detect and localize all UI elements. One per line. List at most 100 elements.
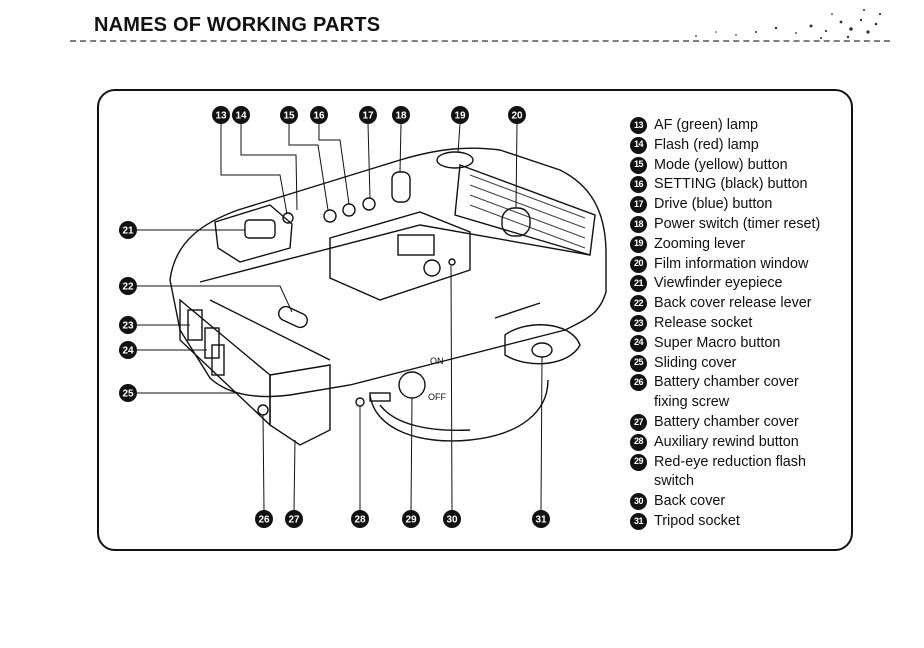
- battery-cover-shape: [269, 364, 331, 446]
- callout-18-number: 18: [395, 111, 407, 122]
- callout-26: 26: [255, 510, 273, 528]
- legend-label: Auxiliary rewind button: [654, 433, 799, 450]
- legend-label: Sliding cover: [654, 354, 737, 371]
- callout-14-number: 14: [235, 111, 247, 122]
- legend-number: 14: [630, 136, 647, 154]
- callout-21-number: 21: [122, 226, 134, 237]
- callout-25-number: 25: [122, 389, 134, 400]
- legend-label: AF (green) lamp: [654, 117, 758, 133]
- legend-item: 26 Battery chamber cover fixing screw: [630, 373, 850, 413]
- legend-label: Release socket: [654, 314, 753, 331]
- legend-label: Back cover release lever: [654, 295, 812, 312]
- legend-number: 19: [630, 235, 647, 253]
- legend-number: 30: [630, 493, 647, 511]
- off-marking: OFF: [428, 392, 446, 402]
- lcd-panel: [329, 211, 471, 301]
- legend-label: Battery chamber cover fixing screw: [654, 374, 799, 411]
- legend-number: 13: [630, 117, 647, 134]
- callout-19-number: 19: [454, 111, 466, 122]
- legend-label: Back cover: [654, 493, 726, 510]
- legend-number: 22: [630, 295, 647, 313]
- print-speckle-decoration: [695, 9, 882, 39]
- callout-14: 14: [232, 106, 250, 124]
- callout-24: 24: [119, 341, 137, 359]
- callout-16: 16: [310, 106, 328, 124]
- legend-label: Battery chamber cover: [654, 413, 799, 430]
- lens-barrel: [369, 379, 549, 442]
- callout-27: 27: [285, 510, 303, 528]
- callout-20: 20: [508, 106, 526, 124]
- legend-item: 19 Zooming lever: [630, 235, 850, 255]
- legend-number: 15: [630, 156, 647, 174]
- callout-30-number: 30: [446, 515, 458, 526]
- legend-number: 18: [630, 215, 647, 233]
- legend-number: 29: [630, 453, 647, 471]
- diagram-frame: [97, 89, 853, 551]
- title-underline: [70, 40, 890, 44]
- callout-17-number: 17: [362, 111, 374, 122]
- callout-27-number: 27: [288, 515, 300, 526]
- legend-number: 23: [630, 314, 647, 332]
- callout-31-number: 31: [535, 515, 547, 526]
- legend-item: 23 Release socket: [630, 314, 850, 334]
- callout-17: 17: [359, 106, 377, 124]
- legend-item: 21 Viewfinder eyepiece: [630, 274, 850, 294]
- legend-item: 27 Battery chamber cover: [630, 413, 850, 433]
- legend-label: Drive (blue) button: [654, 196, 773, 213]
- legend-label: Zooming lever: [654, 235, 746, 252]
- legend-number: 31: [630, 512, 647, 530]
- legend-item: 13 AF (green) lamp: [630, 116, 850, 136]
- callout-15-number: 15: [283, 111, 295, 122]
- release-lever-shape: [278, 305, 308, 329]
- callout-30: 30: [443, 510, 461, 528]
- legend-label: Viewfinder eyepiece: [654, 275, 783, 292]
- legend-number: 27: [630, 413, 647, 431]
- callout-16-number: 16: [313, 111, 325, 122]
- zoom-lever-shape: [436, 151, 474, 169]
- callout-26-number: 26: [258, 515, 270, 526]
- callout-29: 29: [402, 510, 420, 528]
- legend-number: 24: [630, 334, 647, 352]
- callout-23-number: 23: [122, 321, 134, 332]
- legend-number: 20: [630, 255, 647, 273]
- legend-label: Red-eye reduction flash switch: [654, 453, 806, 490]
- callout-22: 22: [119, 277, 137, 295]
- viewfinder-shape: [214, 204, 293, 263]
- callout-20-number: 20: [511, 111, 523, 122]
- callout-13-number: 13: [215, 111, 227, 122]
- callout-13: 13: [212, 106, 230, 124]
- callout-23: 23: [119, 316, 137, 334]
- legend-number: 16: [630, 176, 647, 194]
- legend-number: 21: [630, 275, 647, 293]
- callout-24-number: 24: [122, 346, 134, 357]
- legend-label: Power switch (timer reset): [654, 215, 821, 232]
- callout-19: 19: [451, 106, 469, 124]
- legend-item: 30 Back cover: [630, 492, 850, 512]
- callout-25: 25: [119, 384, 137, 402]
- legend-label: SETTING (black) button: [654, 176, 808, 193]
- legend-label: Film information window: [654, 255, 809, 272]
- callout-21: 21: [119, 221, 137, 239]
- legend-label: Super Macro button: [654, 334, 781, 351]
- legend-item: 28 Auxiliary rewind button: [630, 433, 850, 453]
- callout-28: 28: [351, 510, 369, 528]
- legend-number: 26: [630, 374, 647, 392]
- legend-number: 28: [630, 433, 647, 451]
- page-title: NAMES OF WORKING PARTS: [94, 14, 381, 36]
- legend-item: 31 Tripod socket: [630, 512, 850, 532]
- callout-31: 31: [532, 510, 550, 528]
- on-marking: ON: [430, 356, 444, 366]
- callout-29-number: 29: [405, 515, 417, 526]
- legend-item: 22 Back cover release lever: [630, 294, 850, 314]
- callout-28-number: 28: [354, 515, 366, 526]
- power-switch-shape: [391, 171, 411, 203]
- callout-18: 18: [392, 106, 410, 124]
- legend-number: 17: [630, 196, 647, 214]
- legend-label: Tripod socket: [654, 512, 740, 529]
